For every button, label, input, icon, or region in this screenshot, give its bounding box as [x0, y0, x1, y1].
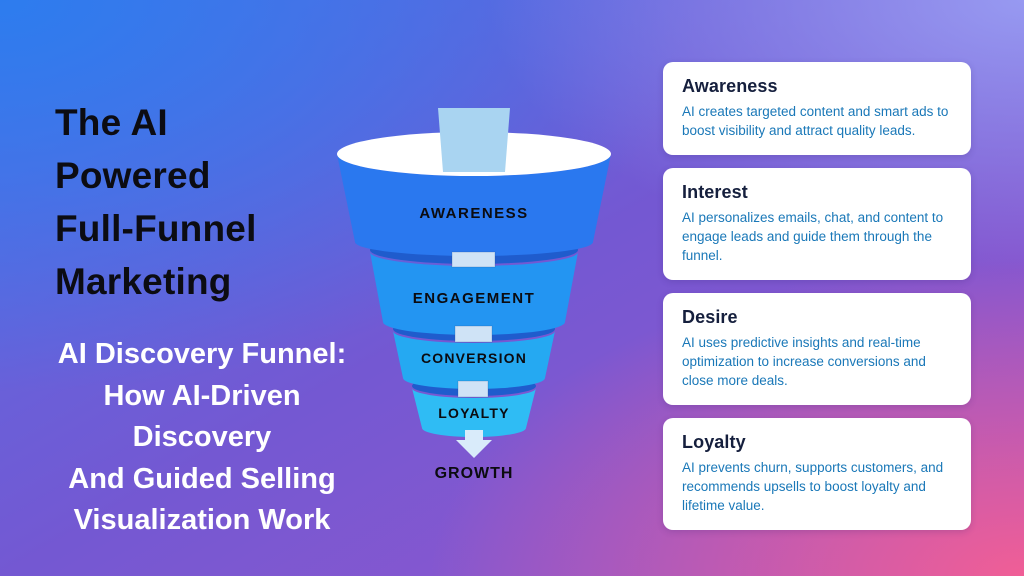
card-desire: Desire AI uses predictive insights and r… — [663, 293, 971, 405]
stream-tab-3 — [457, 380, 489, 398]
funnel-label-awareness: AWARENESS — [419, 205, 528, 222]
funnel-stage-loyalty-shape — [412, 388, 536, 437]
card-interest-body: AI personalizes emails, chat, and conten… — [682, 210, 944, 263]
card-interest-title: Interest — [682, 182, 748, 202]
card-loyalty: Loyalty AI prevents churn, supports cust… — [663, 418, 971, 530]
funnel-label-growth: GROWTH — [435, 465, 514, 482]
card-awareness-body: AI creates targeted content and smart ad… — [682, 104, 949, 138]
card-interest: Interest AI personalizes emails, chat, a… — [663, 168, 971, 280]
funnel-input-stream — [438, 108, 510, 172]
funnel-label-loyalty: LOYALTY — [438, 405, 509, 421]
funnel-chart: AWARENESS ENGAGEMENT CONVERSION LOYALTY … — [337, 108, 611, 482]
card-desire-title: Desire — [682, 307, 738, 327]
card-awareness: Awareness AI creates targeted content an… — [663, 62, 971, 155]
subtitle: AI Discovery Funnel: How AI-Driven Disco… — [57, 338, 347, 536]
funnel-stage-awareness-shape — [337, 154, 611, 256]
card-desire-body: AI uses predictive insights and real-tim… — [682, 335, 926, 388]
funnel-stage-engagement-shape — [370, 252, 578, 335]
stage-cards: Awareness AI creates targeted content an… — [663, 62, 971, 530]
card-loyalty-title: Loyalty — [682, 432, 746, 452]
funnel-diagram: AWARENESS ENGAGEMENT CONVERSION LOYALTY … — [328, 100, 628, 495]
stream-tab-1 — [451, 251, 496, 268]
funnel-label-conversion: CONVERSION — [421, 350, 527, 366]
card-loyalty-body: AI prevents churn, supports customers, a… — [682, 460, 944, 513]
growth-arrow-icon — [456, 430, 492, 458]
funnel-label-engagement: ENGAGEMENT — [413, 290, 536, 307]
stream-tab-2 — [454, 325, 493, 343]
funnel-stage-conversion-shape — [393, 331, 555, 389]
card-awareness-title: Awareness — [682, 76, 778, 96]
main-title: The AI Powered Full-Funnel Marketing — [55, 102, 257, 302]
